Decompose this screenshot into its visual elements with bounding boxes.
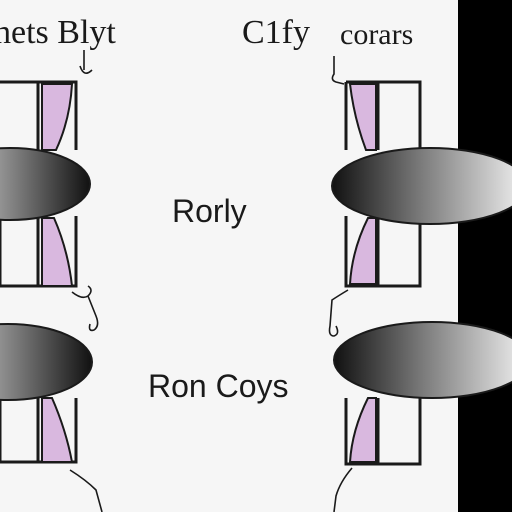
right-pins <box>328 56 353 512</box>
left-lower-petals <box>41 397 74 463</box>
left-upper-petals <box>41 83 74 287</box>
right-lower-petals <box>348 397 377 463</box>
right-lower-frame <box>344 398 422 466</box>
left-pins <box>69 50 103 512</box>
right-upper-frame <box>344 80 422 288</box>
right-lower-disc <box>333 321 512 399</box>
label-lower: Ron Coys <box>148 368 289 404</box>
right-upper-petals <box>348 83 377 285</box>
left-upper-disc <box>0 147 91 221</box>
label-middle: Rorly <box>172 193 247 229</box>
label-top-right-a: C1fy <box>242 14 310 51</box>
label-top-left: hets Blyt <box>0 14 116 51</box>
left-lower-disc <box>0 323 93 401</box>
right-upper-disc <box>331 147 512 225</box>
left-lower-frame <box>0 398 78 464</box>
left-upper-frame <box>0 80 78 288</box>
label-top-right-b: corars <box>340 18 414 51</box>
right-black-band <box>458 0 512 512</box>
